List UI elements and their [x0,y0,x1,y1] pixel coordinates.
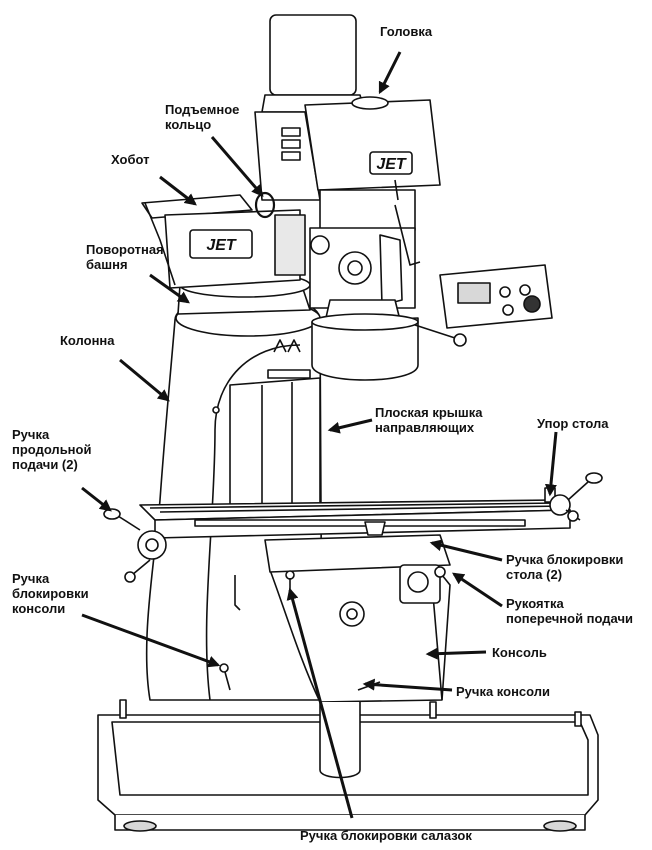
knee-lock-lever [219,663,231,691]
arrow-lifting-ring [210,136,264,197]
label-lifting-ring: Подъемное кольцо [165,102,240,132]
arrow-knee [425,647,487,660]
ram [141,194,306,289]
control-box [414,264,553,347]
label-head: Головка [380,24,433,39]
label-knee-lock: Ручка блокировки консоли [12,571,89,616]
label-saddle-lock: Ручка блокировки салазок [300,828,472,843]
label-cross-feed: Рукоятка поперечной подачи [506,596,633,626]
label-ram: Хобот [111,152,150,167]
saddle [234,534,451,611]
lifting-ring [254,191,276,219]
arrow-knee-crank [362,678,453,692]
arrow-way-cover [327,418,373,434]
arrow-head [378,51,402,95]
jet-logo-head: JET [376,156,407,173]
arrow-cross-feed [452,572,503,608]
label-knee: Консоль [492,645,547,660]
arrow-table-stop [544,431,558,497]
left-handwheel [103,508,167,583]
quill-housing [311,313,419,381]
right-handwheel [549,472,603,522]
arrow-ram [159,175,197,206]
arrow-saddle-lock [286,587,354,819]
label-column: Колонна [60,333,115,348]
work-table [139,487,571,539]
jet-logo-ram: JET [206,237,237,254]
arrow-table-lock [429,539,503,562]
spindle-head [254,14,441,323]
arrow-longitudinal [81,486,112,512]
label-way-cover: Плоская крышка направляющих [375,405,483,435]
label-table-lock: Ручка блокировки стола (2) [506,552,624,582]
arrow-column [119,358,170,402]
label-longitudinal-handle: Ручка продольной подачи (2) [12,427,92,472]
arrow-turret [149,273,190,304]
jet-logos: JET JET [206,156,407,254]
label-knee-crank: Ручка консоли [456,684,551,699]
way-cover [229,339,321,521]
label-turret: Поворотная башня [86,242,164,272]
arrow-knee-lock [81,613,221,668]
label-table-stop: Упор стола [537,416,609,431]
